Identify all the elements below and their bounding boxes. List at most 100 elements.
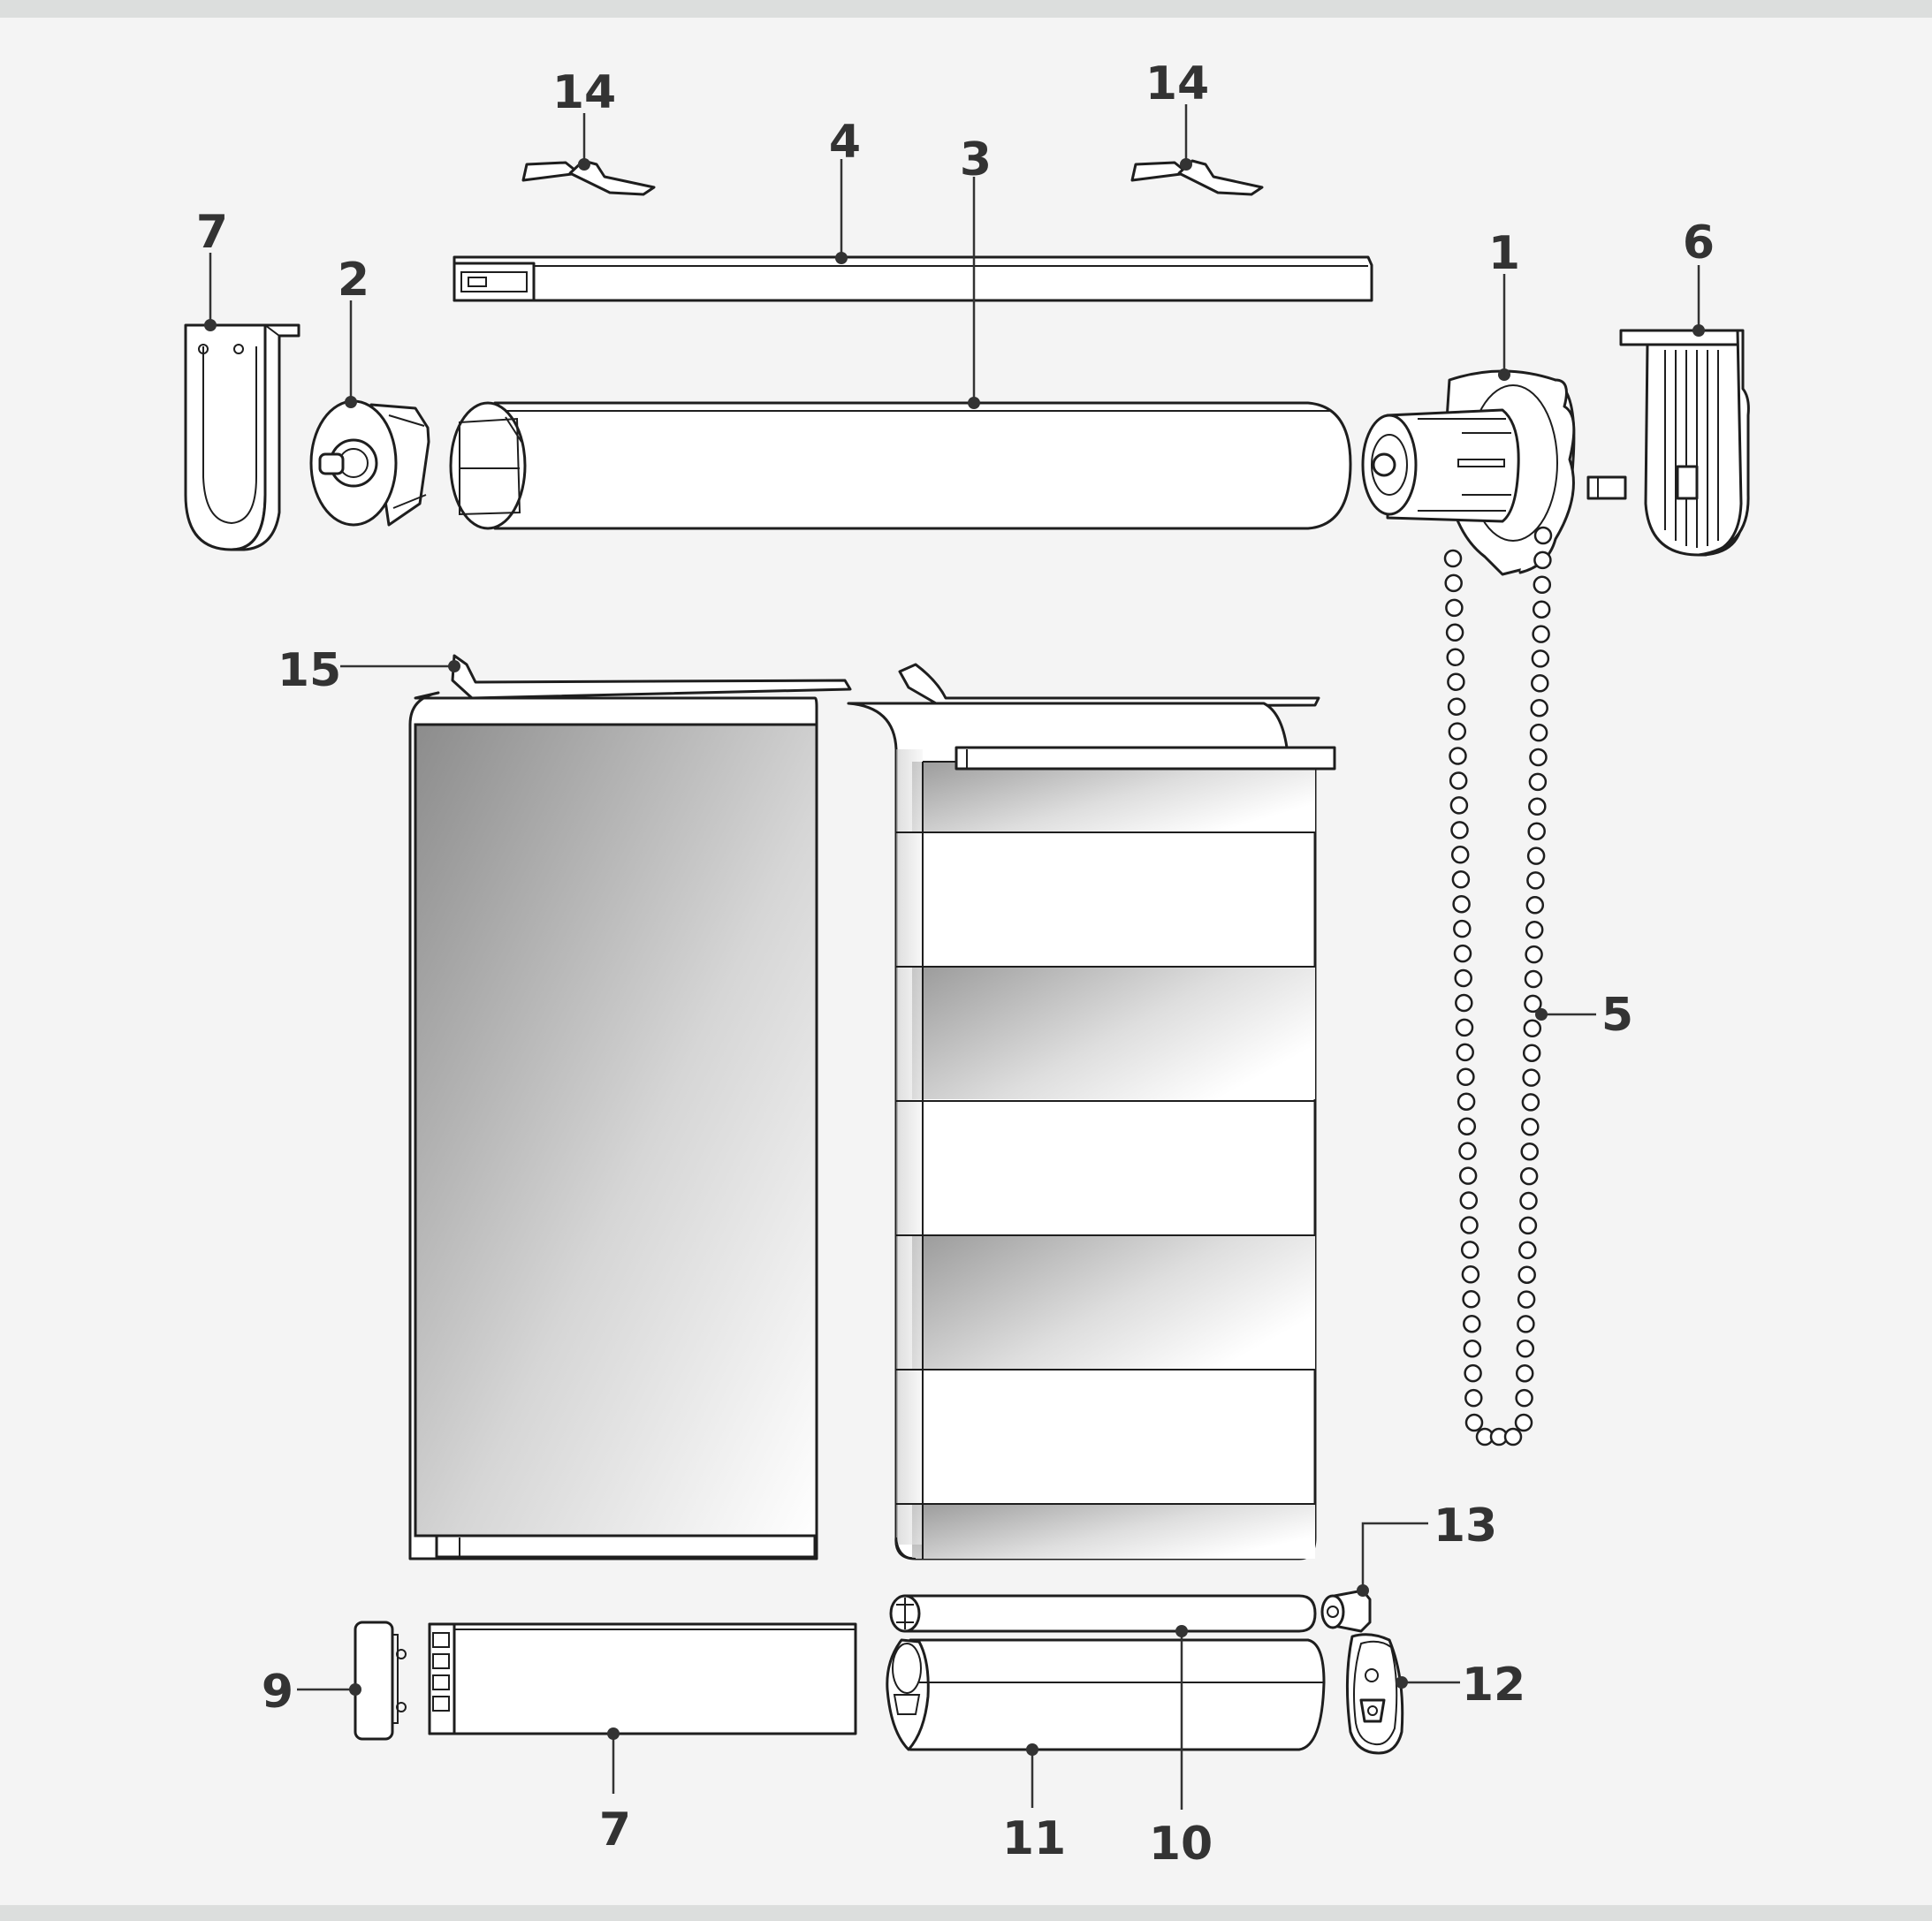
- idler-end-plug-part: [309, 399, 430, 527]
- chain-bead: [1520, 1142, 1539, 1161]
- chain-bead: [1456, 1043, 1474, 1062]
- tube-end-cap-part: [1320, 1589, 1372, 1633]
- chain-bead: [1455, 993, 1473, 1013]
- chain-bead: [1517, 1315, 1535, 1333]
- chain-bead: [1531, 649, 1550, 668]
- callout-labels: 1 2 3 4 5 6 7 7 9 10 11 12 13 14 14 15: [196, 57, 1715, 1871]
- chain-bead: [1457, 1067, 1475, 1087]
- bottom-rail-end-cap-part: [1345, 1633, 1404, 1755]
- chain-bead: [1515, 1363, 1534, 1383]
- chain-bead: [1524, 994, 1542, 1014]
- chain-bead: [1525, 896, 1545, 915]
- chain-bead: [1451, 870, 1471, 889]
- chain-bead: [1517, 1265, 1536, 1284]
- chain-bead: [1519, 1191, 1538, 1211]
- chain-bead: [1533, 575, 1552, 595]
- chain-bead: [1464, 1363, 1482, 1383]
- chain-bead: [1529, 748, 1548, 767]
- chain-bead: [1444, 573, 1463, 593]
- callout-3: 3: [960, 133, 992, 186]
- chain-bead: [1525, 945, 1543, 964]
- callout-10: 10: [1149, 1818, 1213, 1871]
- chain-bead: [1443, 549, 1463, 568]
- chain-bead: [1463, 1314, 1481, 1333]
- chain-bead: [1446, 648, 1464, 667]
- chain-bead: [1452, 894, 1471, 914]
- chain-bead: [1515, 1388, 1533, 1408]
- roller-tube-part: [449, 401, 1352, 530]
- chain-bead: [1528, 797, 1547, 816]
- callout-11: 11: [1002, 1812, 1066, 1865]
- chain-bead: [1525, 920, 1544, 939]
- chain-bead: [1445, 623, 1464, 642]
- chain-bead: [1526, 871, 1545, 890]
- chain-bead: [1519, 1166, 1539, 1186]
- chain-bead: [1457, 1117, 1477, 1135]
- chain-bead: [1533, 526, 1553, 545]
- weight-tube-part: [889, 1594, 1317, 1633]
- chain-bead: [1457, 1092, 1476, 1111]
- callout-4: 4: [829, 116, 861, 169]
- chain-bead: [1459, 1191, 1479, 1210]
- chain-bead: [1448, 722, 1467, 740]
- chain-bead: [1453, 919, 1472, 938]
- chain-bead: [1524, 969, 1543, 989]
- chain-bead: [1462, 1290, 1480, 1309]
- chain-bead: [1532, 625, 1550, 643]
- chain-bead: [1463, 1339, 1482, 1358]
- chain-bead: [1449, 771, 1468, 790]
- chain-bead: [1450, 846, 1470, 864]
- chain-bead: [1532, 600, 1551, 619]
- callout-14-right: 14: [1145, 57, 1209, 110]
- chain-bead: [1526, 847, 1546, 865]
- chain-bead: [1447, 697, 1466, 716]
- callout-15: 15: [278, 644, 341, 697]
- top-rail-part: [453, 255, 1373, 302]
- bottom-bar-part: [428, 1622, 857, 1735]
- chain-bead: [1449, 747, 1467, 765]
- leader-lines: [204, 104, 1705, 1810]
- chain-bead: [1455, 1018, 1474, 1037]
- right-bracket-part: [1619, 329, 1750, 557]
- chain-bead: [1521, 1118, 1540, 1136]
- chain-bead: [1533, 550, 1552, 570]
- chain-bead: [1516, 1340, 1535, 1358]
- chain-bead: [1527, 822, 1546, 840]
- callout-1: 1: [1488, 227, 1520, 280]
- callout-7-bottom: 7: [599, 1803, 631, 1856]
- zebra-fabric-panel-part: [847, 702, 1336, 1560]
- chain-bead: [1523, 1019, 1542, 1038]
- chain-bead: [1458, 1142, 1477, 1160]
- bottom-bar-end-cap-part: [354, 1621, 407, 1741]
- plain-fabric-panel-part: [408, 691, 818, 1560]
- chain-bead: [1518, 1241, 1537, 1260]
- chain-bead: [1528, 772, 1548, 792]
- bead-chain-part: [1443, 526, 1553, 1446]
- callout-6: 6: [1683, 216, 1715, 270]
- chain-bead: [1453, 944, 1472, 963]
- callout-13: 13: [1434, 1500, 1497, 1553]
- callout-12: 12: [1462, 1659, 1525, 1712]
- chain-bead: [1460, 1241, 1479, 1259]
- chain-bead: [1454, 968, 1472, 988]
- chain-bead: [1517, 1290, 1536, 1309]
- callout-9: 9: [262, 1666, 293, 1719]
- chain-bead: [1530, 698, 1548, 718]
- chain-bead: [1460, 1216, 1479, 1234]
- chain-connector-part: [1586, 475, 1627, 500]
- chain-bead: [1531, 674, 1549, 693]
- clip-part-right: [1130, 159, 1264, 196]
- callout-2: 2: [338, 254, 369, 307]
- chain-bead: [1447, 672, 1465, 691]
- chain-bead: [1522, 1044, 1541, 1062]
- callout-5: 5: [1601, 989, 1633, 1042]
- left-bracket-part: [184, 323, 300, 551]
- chain-bead: [1461, 1265, 1480, 1284]
- callout-14-left: 14: [552, 66, 616, 119]
- chain-bead: [1522, 1068, 1540, 1087]
- chain-bead: [1464, 1413, 1484, 1432]
- control-mechanism-part: [1361, 369, 1576, 576]
- chain-bead: [1514, 1413, 1533, 1432]
- bottom-rail-part: [886, 1638, 1326, 1751]
